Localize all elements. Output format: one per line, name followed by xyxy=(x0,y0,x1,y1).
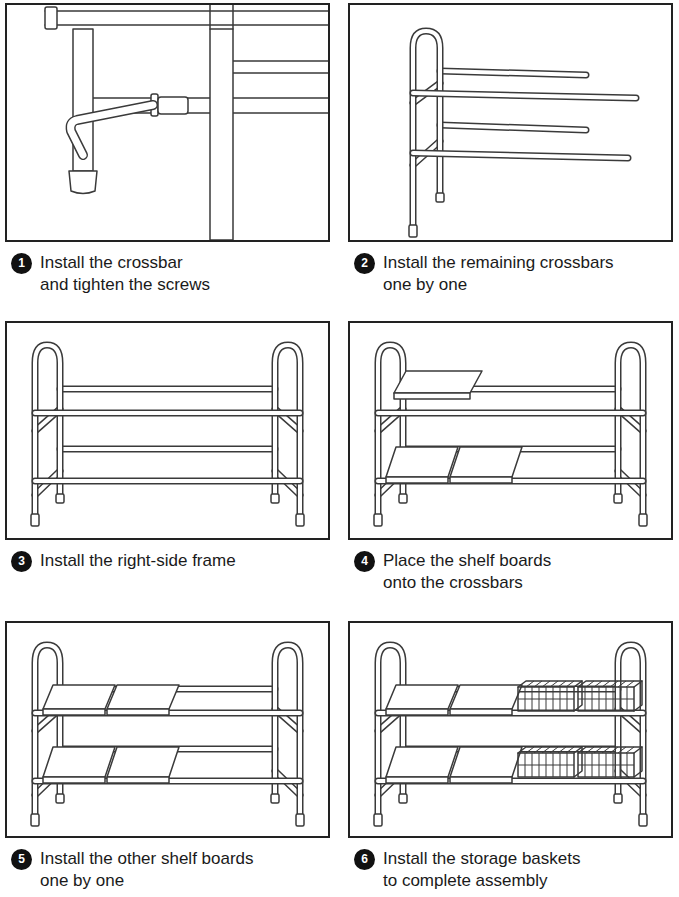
step-number: 1 xyxy=(11,253,32,274)
step-number: 2 xyxy=(354,253,375,274)
step-caption: Install the crossbar and tighten the scr… xyxy=(40,252,212,296)
step-number-badge: 5 xyxy=(11,849,32,870)
step-panel: Install the storage baskets to complete … xyxy=(348,621,673,838)
step-caption: Install the right-side frame xyxy=(40,550,320,572)
step-caption: Install the other shelf boards one by on… xyxy=(40,848,280,892)
step-number-badge: 4 xyxy=(354,551,375,572)
step-caption: Install the remaining crossbars one by o… xyxy=(383,252,633,296)
step-number: 6 xyxy=(354,849,375,870)
step-caption: Place the shelf boards onto the crossbar… xyxy=(383,550,578,594)
step-panel: Install the remaining crossbars one by o… xyxy=(348,3,673,242)
step-panel: Install the other shelf boards one by on… xyxy=(5,621,330,838)
step-number-badge: 6 xyxy=(354,849,375,870)
step-panel: Install the right-side frame xyxy=(5,321,330,540)
step-number-badge: 2 xyxy=(354,253,375,274)
step-number-badge: 3 xyxy=(11,551,32,572)
step-number: 3 xyxy=(11,551,32,572)
step-panel: Place the shelf boards onto the crossbar… xyxy=(348,321,673,540)
step-number-badge: 1 xyxy=(11,253,32,274)
step-panel: Install the crossbar and tighten the scr… xyxy=(5,3,330,242)
step-number: 4 xyxy=(354,551,375,572)
step-number: 5 xyxy=(11,849,32,870)
step-caption: Install the storage baskets to complete … xyxy=(383,848,598,892)
